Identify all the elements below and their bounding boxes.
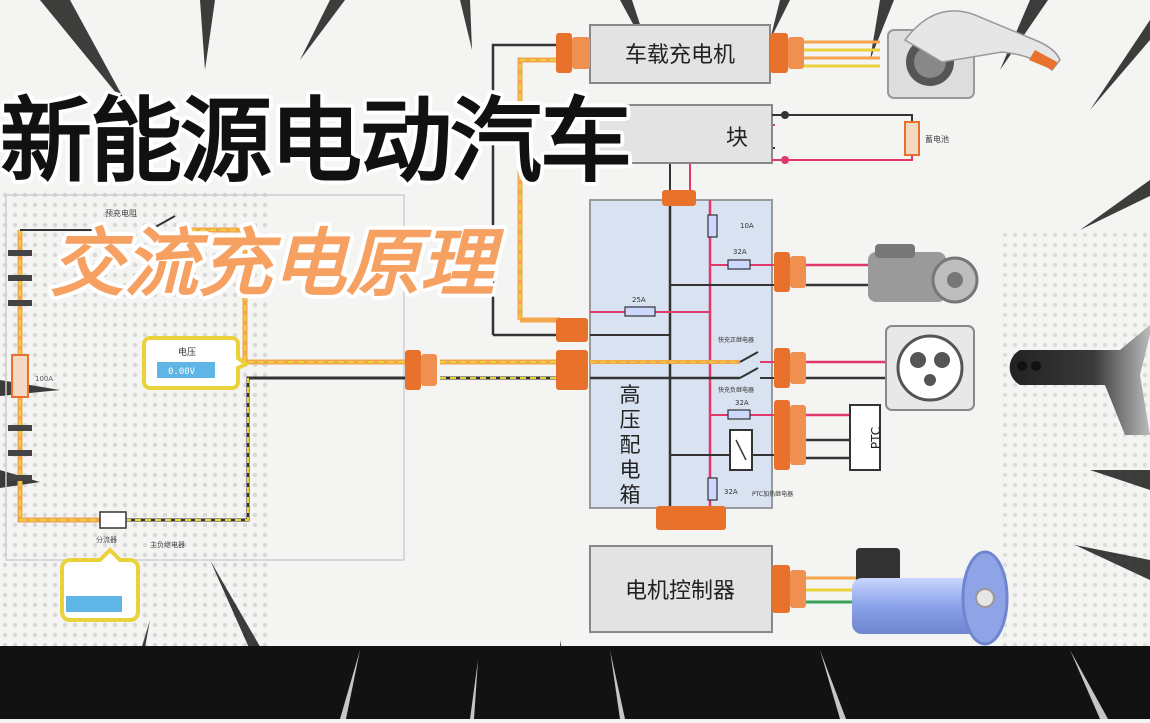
fast-charge-pos-relay-label: 快充正继电器 xyxy=(718,336,754,344)
charging-gun-icon xyxy=(1009,325,1150,435)
pdu-label-3: 配 xyxy=(620,433,641,457)
bottom-band xyxy=(0,646,1150,719)
motor-controller-label: 电机控制器 xyxy=(625,579,735,604)
onboard-charger-box xyxy=(589,24,771,84)
main-relay-label: 主负继电器 xyxy=(150,540,185,549)
dcdc-to-12v-wiring xyxy=(772,111,920,164)
ptc-relay-label: PTC加热继电器 xyxy=(752,490,793,498)
voltage-label: 电压 xyxy=(178,346,196,358)
ptc-wiring xyxy=(806,413,850,460)
cell-label: 100A xyxy=(35,375,53,383)
connector-charger-out xyxy=(770,33,804,73)
fuse-32a-mid-label: 32A xyxy=(735,399,749,407)
connector-battery-out xyxy=(405,350,437,390)
drive-motor-icon xyxy=(852,548,1009,646)
motor-wiring xyxy=(806,576,860,604)
pdu-label-4: 电 xyxy=(620,458,641,482)
onboard-charger-label: 车载充电机 xyxy=(625,43,735,68)
motor-controller-box xyxy=(589,545,773,633)
fuse-25a-label: 25A xyxy=(632,296,646,304)
shunt-label: 分流器 xyxy=(96,535,117,544)
connector-charger-in xyxy=(556,33,590,73)
pdu-label-1: 高 xyxy=(620,383,641,407)
ptc-label: PTC xyxy=(869,427,883,449)
fuse-32a-top-label: 32A xyxy=(733,248,747,256)
battery-pack-wiring xyxy=(8,215,405,523)
precharge-resistor-label: 预充电阻 xyxy=(105,208,137,218)
pdu-label-5: 箱 xyxy=(620,483,641,507)
fuse-10a-label: 10A xyxy=(740,222,754,230)
fuse-32a-bottom-label: 32A xyxy=(724,488,738,496)
dcdc-module-box xyxy=(589,104,773,164)
shunt-component xyxy=(99,511,127,529)
pdu-internal-wiring xyxy=(590,200,790,520)
bottom-speed-lines xyxy=(340,650,1108,719)
connector-motor-controller xyxy=(772,565,806,613)
voltage-reading: 0.00V xyxy=(168,367,196,377)
voltage-meter xyxy=(142,336,250,390)
dc-charge-port-icon xyxy=(885,325,975,411)
pdu-label-2: 压 xyxy=(620,408,641,432)
compressor-wiring xyxy=(806,263,868,287)
current-meter xyxy=(60,547,140,622)
hv-bus xyxy=(440,359,560,380)
title-sub: 交流充电原理 xyxy=(50,221,494,307)
aux-battery-label: 蓄电池 xyxy=(925,134,949,144)
title-main: 新能源电动汽车 xyxy=(0,88,632,195)
dcdc-module-label: 块 xyxy=(726,126,748,151)
fast-charge-neg-relay-label: 快充负继电器 xyxy=(718,386,754,394)
pdu-connectors xyxy=(556,190,806,530)
dot-pattern-right xyxy=(1000,230,1150,650)
dc-port-wiring xyxy=(806,360,886,380)
ac-charge-port-icon xyxy=(887,10,1061,99)
ac-compressor-icon xyxy=(868,244,979,304)
ptc-heater-box xyxy=(849,404,881,471)
charger-to-plug-wires xyxy=(804,40,880,68)
